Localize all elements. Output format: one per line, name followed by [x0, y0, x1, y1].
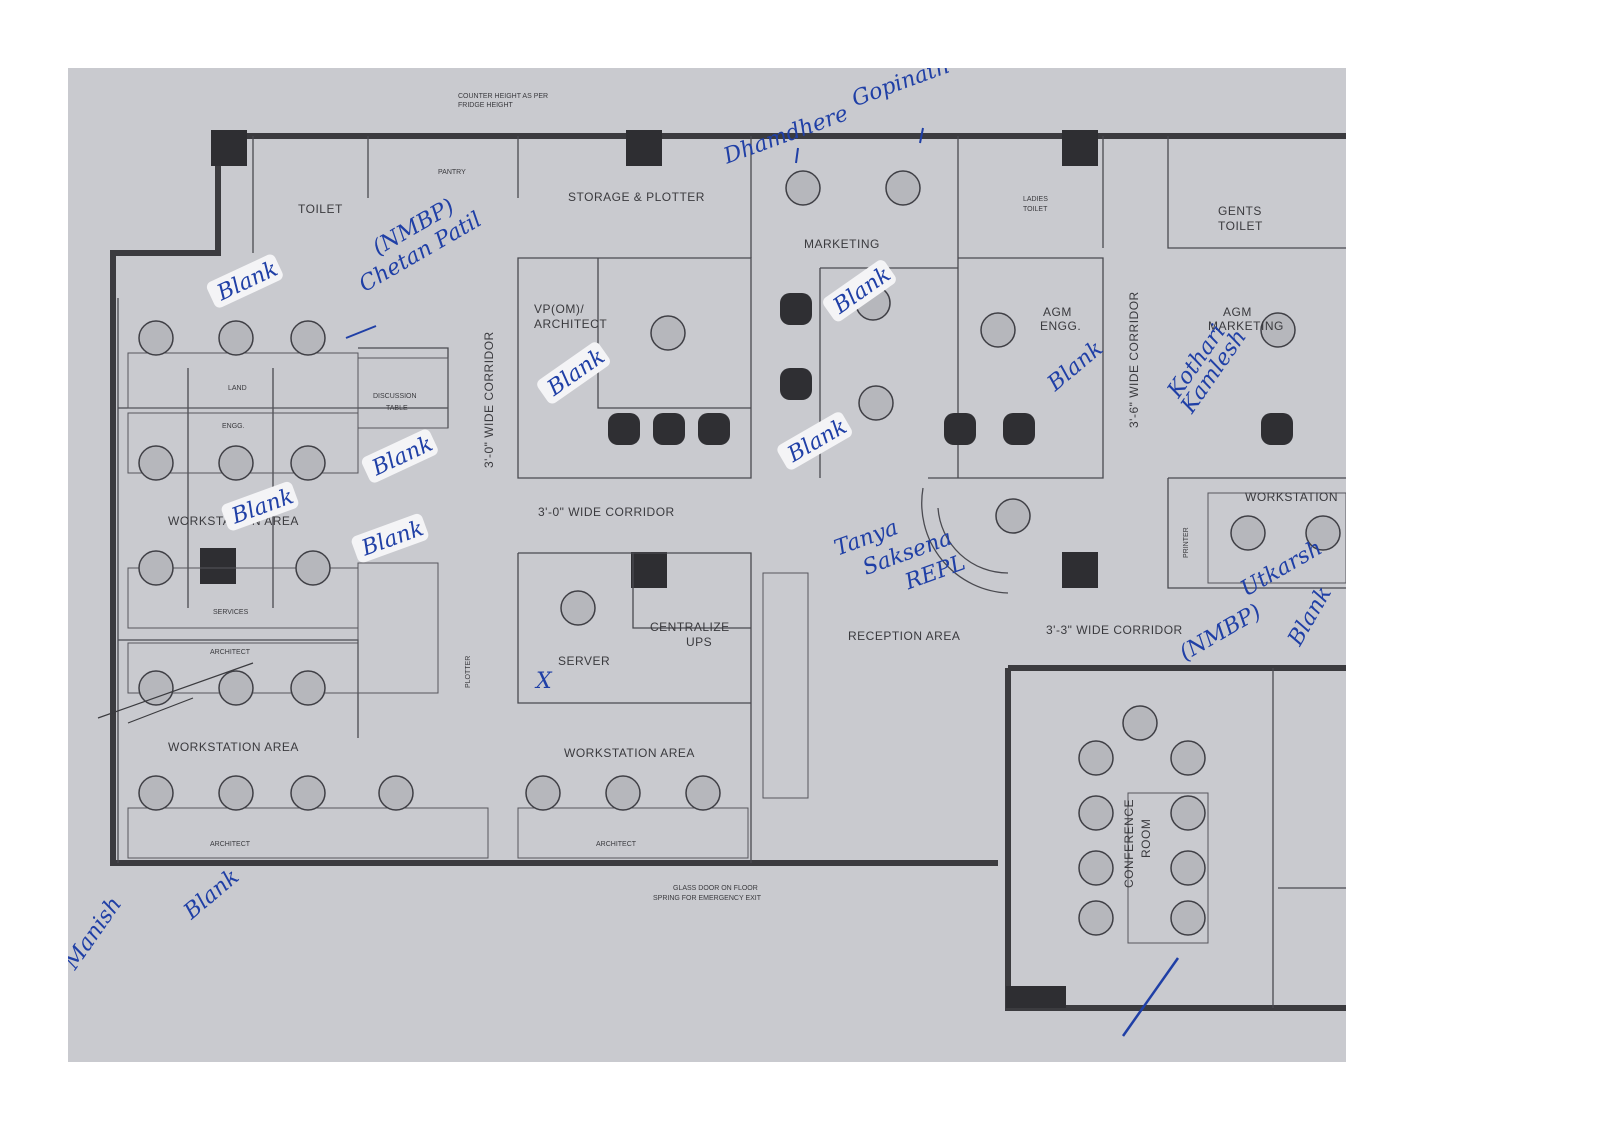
paper-background: [68, 68, 1346, 1062]
corridor-horizontal-right-label: 3'-3" WIDE CORRIDOR: [1046, 623, 1183, 637]
conference-room-label-2: ROOM: [1139, 819, 1153, 858]
gents-toilet-label-1: GENTS: [1218, 204, 1262, 218]
agm-engg-label-1: AGM: [1043, 305, 1072, 319]
floor-plan-drawing: TOILET PANTRY STORAGE & PLOTTER MARKETIN…: [68, 68, 1346, 1062]
pantry-label: PANTRY: [438, 169, 466, 176]
server-x-mark: X: [534, 669, 553, 694]
gents-toilet-label-2: TOILET: [1218, 219, 1263, 233]
ladies-toilet-label-2: TOILET: [1023, 206, 1048, 213]
workstation-area-bottom-mid-label: WORKSTATION AREA: [564, 746, 695, 760]
discussion-table-label-2: TABLE: [386, 405, 408, 412]
counter-height-note-1: COUNTER HEIGHT AS PER: [458, 93, 548, 100]
printer-label: PRINTER: [1183, 527, 1190, 558]
vp-architect-label-1: VP(OM)/: [534, 302, 584, 316]
outer-walls: [110, 130, 1346, 1011]
architect-bottom-left-label: ARCHITECT: [210, 841, 251, 848]
glass-door-note-1: GLASS DOOR ON FLOOR: [673, 885, 758, 892]
engg-label: ENGG.: [222, 423, 245, 430]
toilet-label: TOILET: [298, 202, 343, 216]
reception-area-label: RECEPTION AREA: [848, 629, 960, 643]
architect-bottom-mid-label: ARCHITECT: [596, 841, 637, 848]
scanned-floor-plan: TOILET PANTRY STORAGE & PLOTTER MARKETIN…: [68, 68, 1346, 1062]
counter-height-note-2: FRIDGE HEIGHT: [458, 102, 514, 109]
plotter-label: PLOTTER: [465, 656, 472, 688]
agm-marketing-label-2: MARKETING: [1208, 319, 1284, 333]
dark-chairs: [608, 293, 1293, 445]
corridor-horizontal-mid-label: 3'-0" WIDE CORRIDOR: [538, 505, 675, 519]
glass-door-note-2: SPRING FOR EMERGENCY EXIT: [653, 895, 762, 902]
ups-label-2: UPS: [686, 635, 712, 649]
land-label: LAND: [228, 385, 247, 392]
corridor-vertical-right-label: 3'-6" WIDE CORRIDOR: [1127, 291, 1141, 428]
corridor-vertical-left-label: 3'-0" WIDE CORRIDOR: [482, 331, 496, 468]
agm-marketing-label-1: AGM: [1223, 305, 1252, 319]
storage-plotter-label: STORAGE & PLOTTER: [568, 190, 705, 204]
services-label: SERVICES: [213, 609, 249, 616]
agm-engg-label-2: ENGG.: [1040, 319, 1081, 333]
ladies-toilet-label-1: LADIES: [1023, 196, 1048, 203]
workstation-area-bottom-left-label: WORKSTATION AREA: [168, 740, 299, 754]
server-label: SERVER: [558, 654, 610, 668]
chairs: [138, 170, 1341, 936]
conference-room-label-1: CONFERENCE: [1122, 799, 1136, 888]
vp-architect-label-2: ARCHITECT: [534, 317, 607, 331]
ups-label-1: CENTRALIZE: [650, 620, 730, 634]
workstation-right-label: WORKSTATION: [1245, 490, 1338, 504]
marketing-label: MARKETING: [804, 237, 880, 251]
architect-top-label: ARCHITECT: [210, 649, 251, 656]
discussion-table-label-1: DISCUSSION: [373, 393, 417, 400]
